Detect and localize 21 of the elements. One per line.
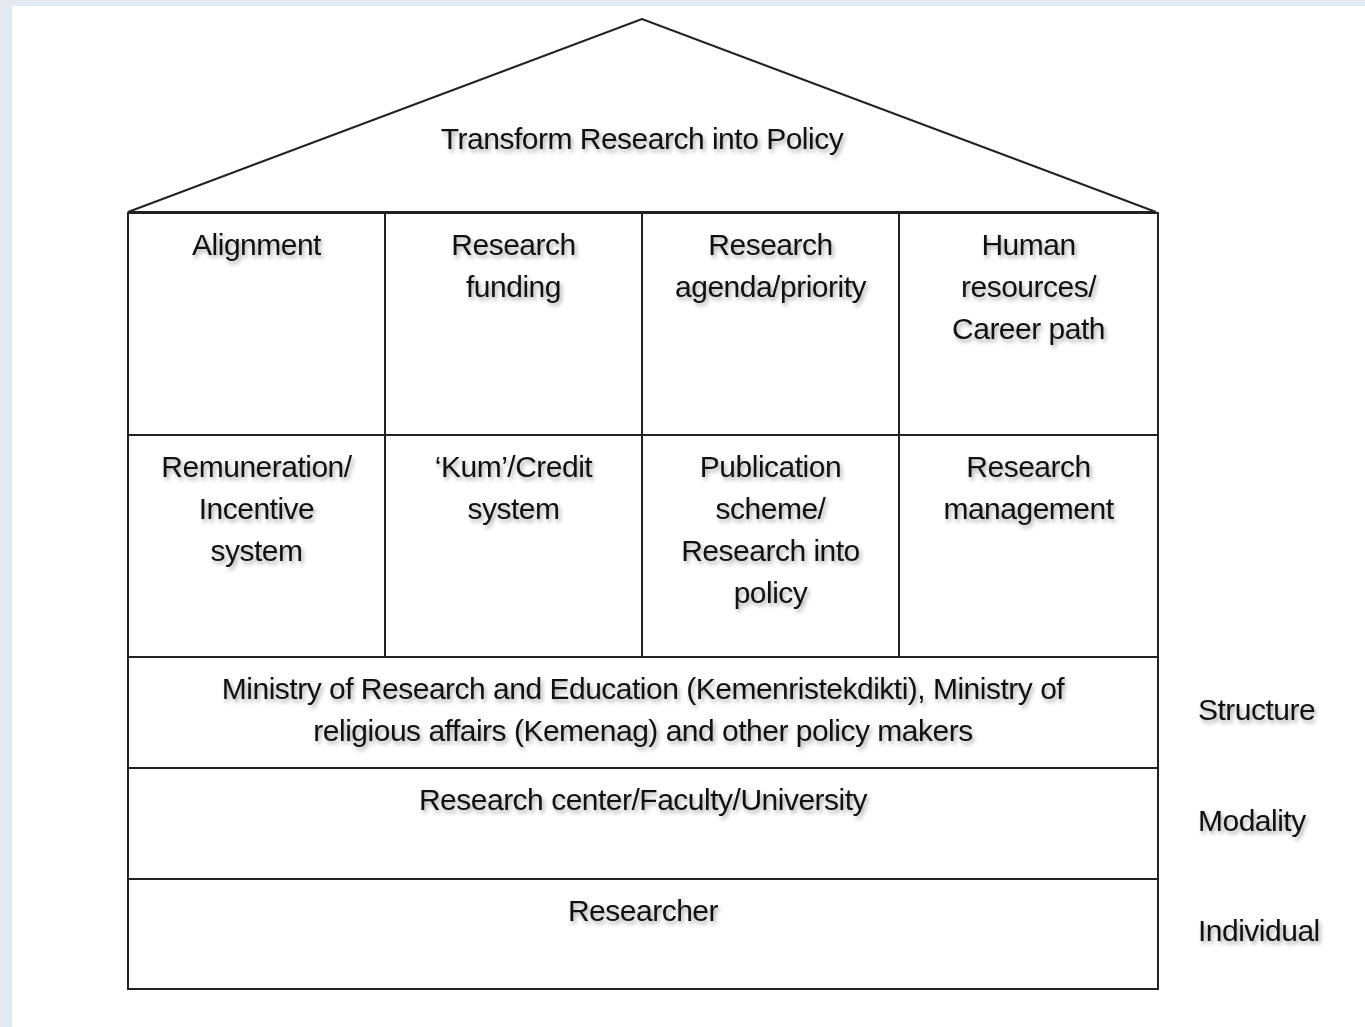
cell-text: Alignment xyxy=(192,227,321,263)
cell-text: Human resources/ Career path xyxy=(951,227,1106,347)
cell-text: Ministry of Research and Education (Kemenristekdikti), Ministry of religious affairs (Kemenag) and other policy makers xyxy=(220,671,1066,749)
cell-text: Research funding xyxy=(450,227,577,305)
roof-triangle xyxy=(127,18,1157,213)
cell-text: ‘Kum’/Credit system xyxy=(433,449,594,527)
layer-label: Structure xyxy=(1198,692,1316,727)
layer-band xyxy=(127,767,1159,880)
pillar-cell xyxy=(898,212,1159,436)
cell-text: Remuneration/ Incentive system xyxy=(160,449,353,569)
pillar-cell xyxy=(127,212,386,436)
cell-text: Researcher xyxy=(567,893,719,929)
cell-text: Research agenda/priority xyxy=(674,227,868,305)
roof-title: Transform Research into Policy xyxy=(440,121,844,157)
cell-text: Research center/Faculty/University xyxy=(418,782,868,818)
layer-band xyxy=(127,656,1159,769)
layer-label: Modality xyxy=(1198,803,1306,838)
layer-label: Individual xyxy=(1198,914,1320,948)
cell-text: Publication scheme/ Research into policy xyxy=(680,449,861,611)
cell-text: Research management xyxy=(942,449,1115,527)
layer-band xyxy=(127,878,1159,990)
